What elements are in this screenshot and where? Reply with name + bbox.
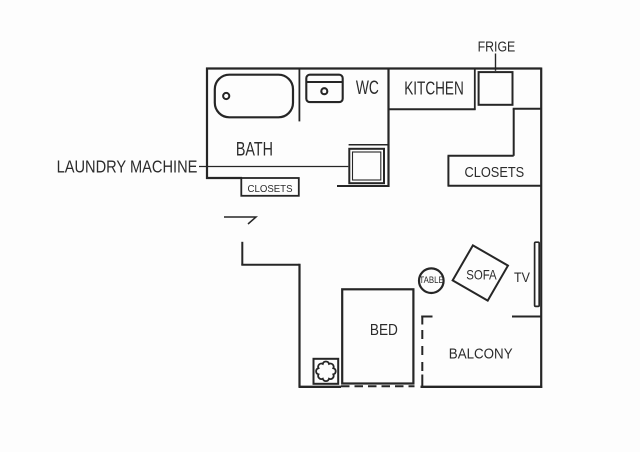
svg-text:FRIGE: FRIGE [478,38,516,55]
svg-text:BALCONY: BALCONY [449,346,513,363]
svg-text:LAUNDRY MACHINE: LAUNDRY MACHINE [57,157,198,177]
svg-text:TV: TV [514,270,530,285]
svg-text:CLOSETS: CLOSETS [465,165,525,181]
svg-text:KITCHEN: KITCHEN [404,79,464,100]
svg-text:SOFA: SOFA [466,268,497,283]
svg-text:CLOSETS: CLOSETS [248,183,293,195]
svg-text:WC: WC [356,78,379,99]
svg-text:TABLE: TABLE [419,275,443,285]
svg-text:BATH: BATH [236,139,273,160]
svg-text:BED: BED [370,322,398,339]
